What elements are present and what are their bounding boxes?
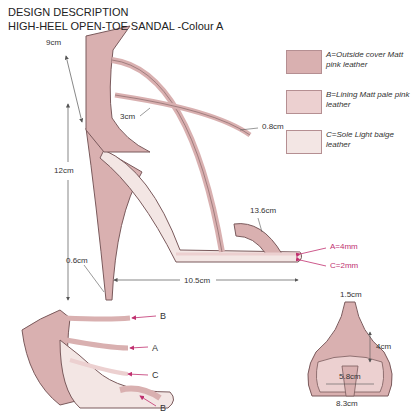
perspective-view (22, 310, 174, 408)
legend-text: B=Lining Matt pale pink leather (326, 90, 412, 110)
back-view (308, 302, 392, 396)
dimension: 0.6cm (66, 256, 88, 265)
material-callout: B (160, 311, 166, 321)
diagram-title: DESIGN DESCRIPTION (8, 6, 128, 19)
legend-text: C=Sole Light baige leather (326, 130, 412, 150)
legend-swatch (286, 50, 322, 74)
material-callout: A (152, 343, 158, 353)
dimension: 10.5cm (184, 276, 210, 285)
subtitle: HIGH-HEEL OPEN-TOE SANDAL -Colour A (8, 20, 223, 33)
thickness-note: C=2mm (330, 261, 358, 270)
legend-swatch (286, 90, 322, 114)
legend-text: A=Outside cover Matt pink leather (326, 50, 412, 70)
dimension: 8.3cm (336, 399, 358, 408)
dimension: 5.8cm (339, 372, 361, 381)
dimension: 13.6cm (250, 206, 276, 215)
side-view (66, 26, 326, 300)
dimension: 3cm (120, 112, 135, 121)
legend-swatch (286, 130, 322, 154)
material-callout: B (160, 403, 166, 413)
dimension: 1.5cm (340, 290, 362, 299)
dimension: 12cm (54, 166, 74, 175)
dimension: 4cm (376, 342, 391, 351)
thickness-note: A=4mm (330, 242, 358, 251)
dimension: 0.8cm (262, 122, 284, 131)
dimension: 9cm (46, 38, 61, 47)
material-callout: C (152, 370, 159, 380)
